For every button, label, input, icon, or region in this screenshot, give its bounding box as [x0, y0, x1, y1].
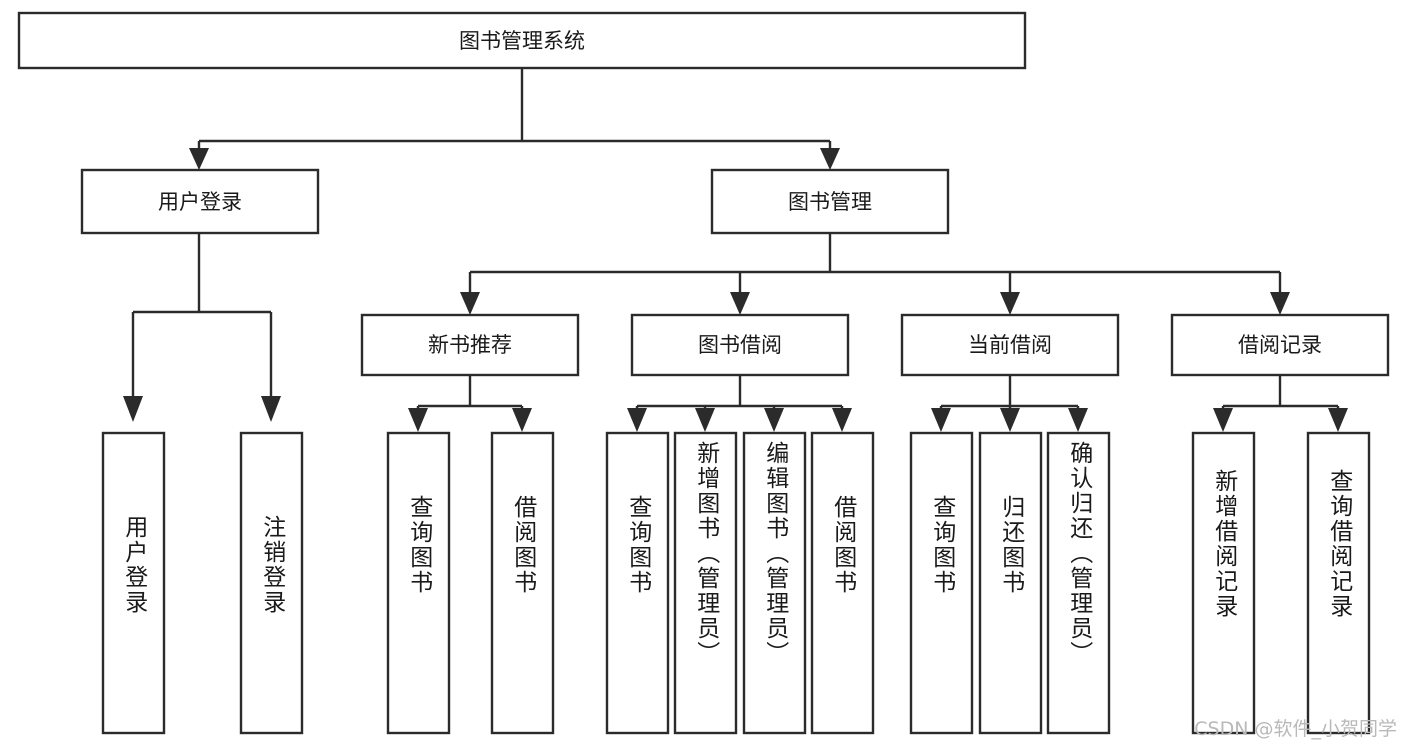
csdn-watermark: CSDN @软件_小贺同学	[1194, 718, 1397, 740]
arrow-to-current-borrow	[1000, 292, 1020, 315]
arrow-to-leaf-query-book-3	[931, 408, 951, 432]
node-leaf-borrow-book-1[interactable]	[490, 431, 555, 735]
arrow-to-new-book-recommend	[460, 292, 480, 315]
node-book-management-label: 图书管理	[788, 190, 872, 214]
arrow-to-leaf-logout-login	[261, 396, 281, 422]
connector-current-borrow-to-leaves	[931, 375, 1088, 432]
node-book-management[interactable]: 图书管理	[710, 168, 950, 235]
leaf-boxes	[101, 431, 1371, 735]
node-leaf-user-login[interactable]	[101, 431, 166, 735]
node-leaf-confirm-return[interactable]	[1046, 431, 1111, 735]
arrow-to-borrow-record	[1270, 292, 1290, 315]
node-new-book-recommend-label: 新书推荐	[428, 333, 512, 357]
arrow-to-leaf-user-login	[123, 396, 143, 422]
arrow-to-leaf-edit-book	[764, 408, 784, 432]
node-leaf-logout-login[interactable]	[239, 431, 304, 735]
arrow-to-book-borrow	[730, 292, 750, 315]
connector-root-to-level2	[189, 68, 840, 170]
arrow-to-leaf-return-book	[1000, 408, 1020, 432]
node-borrow-record[interactable]: 借阅记录	[1170, 313, 1390, 377]
node-book-borrow[interactable]: 图书借阅	[630, 313, 850, 377]
connector-book-borrow-to-leaves	[627, 375, 852, 432]
arrow-to-leaf-query-book-1	[408, 408, 428, 432]
node-leaf-query-book-2[interactable]	[605, 431, 670, 735]
arrow-to-book-management	[820, 148, 840, 170]
node-new-book-recommend[interactable]: 新书推荐	[360, 313, 580, 377]
node-user-login-label: 用户登录	[158, 190, 242, 214]
node-leaf-return-book[interactable]	[978, 431, 1043, 735]
connector-book-management-to-level3	[460, 233, 1290, 315]
node-book-borrow-label: 图书借阅	[698, 333, 782, 357]
arrow-to-leaf-add-record	[1213, 408, 1233, 432]
arrow-to-leaf-query-book-2	[627, 408, 647, 432]
node-leaf-query-book-1[interactable]	[386, 431, 451, 735]
arrow-to-leaf-add-book	[695, 408, 715, 432]
connector-user-login-to-leaves	[123, 233, 281, 422]
node-leaf-query-book-3[interactable]	[909, 431, 974, 735]
arrow-to-user-login	[189, 148, 209, 170]
node-current-borrow-label: 当前借阅	[968, 333, 1052, 357]
node-leaf-add-book[interactable]	[673, 431, 738, 735]
node-leaf-add-record[interactable]	[1191, 431, 1256, 735]
node-leaf-edit-book[interactable]	[742, 431, 807, 735]
arrow-to-leaf-borrow-book-2	[832, 408, 852, 432]
connector-new-book-recommend-to-leaves	[408, 375, 532, 432]
node-user-login[interactable]: 用户登录	[80, 168, 320, 235]
arrow-to-leaf-borrow-book-1	[512, 408, 532, 432]
arrow-to-leaf-query-record	[1328, 408, 1348, 432]
node-leaf-borrow-book-2[interactable]	[810, 431, 875, 735]
node-leaf-query-record[interactable]	[1306, 431, 1371, 735]
node-root-label: 图书管理系统	[459, 29, 585, 53]
node-borrow-record-label: 借阅记录	[1238, 333, 1322, 357]
arrow-to-leaf-confirm-return	[1068, 408, 1088, 432]
connector-borrow-record-to-leaves	[1213, 375, 1348, 432]
node-root[interactable]: 图书管理系统	[17, 11, 1027, 70]
node-current-borrow[interactable]: 当前借阅	[900, 313, 1120, 377]
